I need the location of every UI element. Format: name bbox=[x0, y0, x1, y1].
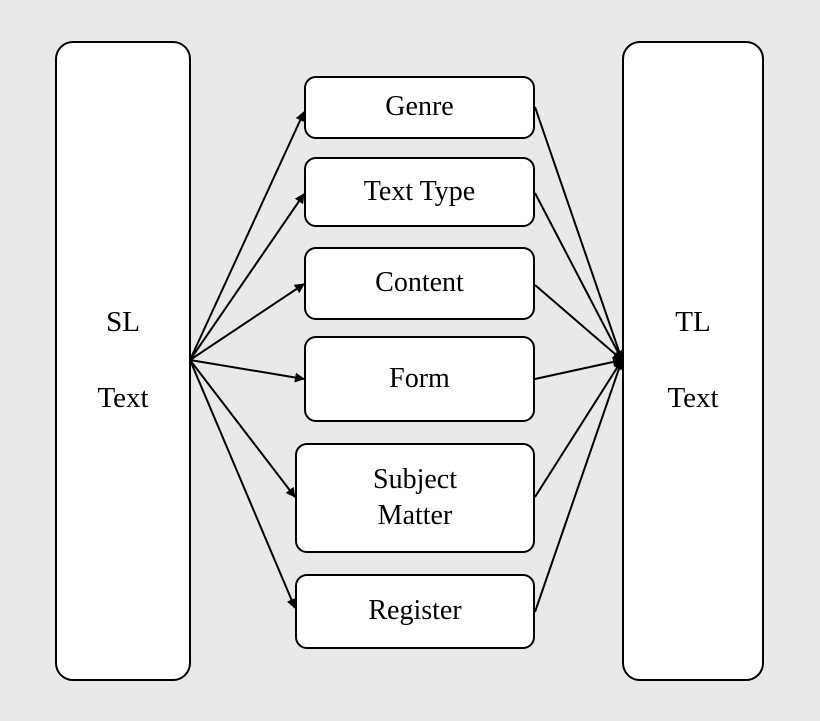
tl-text-label-line2: Text bbox=[667, 382, 719, 414]
factor-box-subject-matter: Subject Matter bbox=[295, 443, 535, 553]
factor-box-form: Form bbox=[304, 336, 535, 422]
arrow-sl-to-subject-matter bbox=[189, 359, 296, 498]
arrow-sl-to-content bbox=[189, 283, 305, 361]
arrow-text-type-to-tl bbox=[534, 192, 623, 361]
arrow-sl-to-form bbox=[189, 359, 305, 383]
tl-text-box: TL Text bbox=[622, 41, 764, 681]
arrow-content-to-tl bbox=[534, 284, 623, 361]
factor-box-text-type: Text Type bbox=[304, 157, 535, 227]
factor-label: Form bbox=[389, 362, 450, 394]
factor-box-content: Content bbox=[304, 247, 535, 320]
arrow-subject-matter-to-tl bbox=[534, 359, 623, 498]
factor-label-line2: Matter bbox=[377, 500, 453, 531]
arrow-sl-to-register bbox=[189, 359, 297, 609]
sl-text-label-line1: SL bbox=[106, 306, 140, 339]
arrow-sl-to-text-type bbox=[189, 193, 305, 361]
factor-label: Text Type bbox=[363, 175, 476, 207]
factor-label: Register bbox=[368, 595, 462, 627]
arrow-form-to-tl bbox=[534, 357, 623, 380]
sl-text-label-line2: Text bbox=[97, 382, 149, 414]
tl-text-label-line1: TL bbox=[675, 306, 711, 339]
arrow-register-to-tl bbox=[534, 359, 624, 613]
factor-label: Genre bbox=[385, 91, 454, 123]
sl-text-box: SL Text bbox=[55, 41, 191, 681]
arrow-sl-to-genre bbox=[189, 111, 305, 361]
factor-label: Content bbox=[375, 267, 464, 299]
factor-label-line1: Subject bbox=[373, 463, 457, 495]
factor-box-register: Register bbox=[295, 574, 535, 649]
factor-box-genre: Genre bbox=[304, 76, 535, 139]
arrow-genre-to-tl bbox=[534, 106, 624, 361]
